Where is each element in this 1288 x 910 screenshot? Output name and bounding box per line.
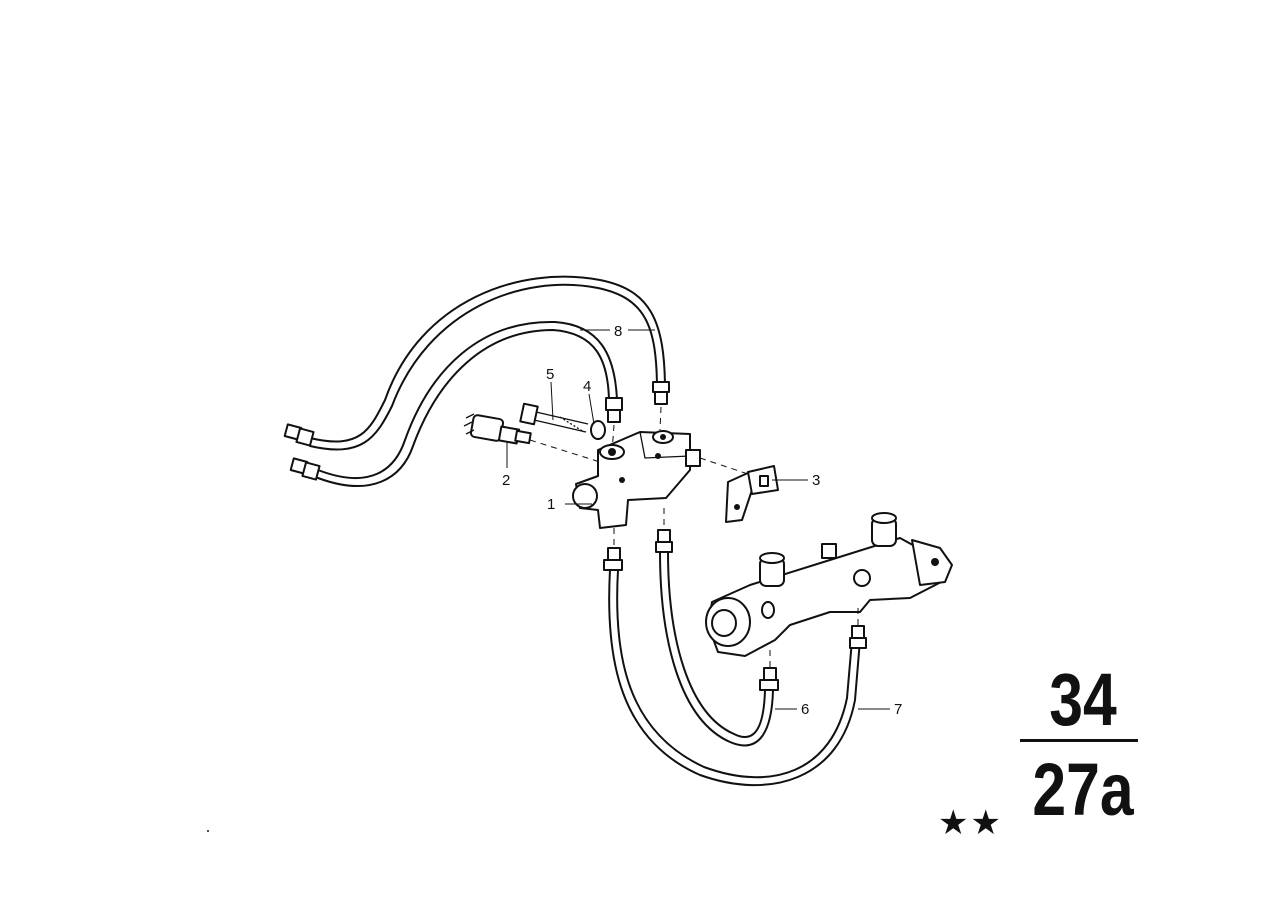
group-number-main: 34 <box>1049 658 1117 741</box>
fitting-left-upper <box>283 423 315 447</box>
mounting-bracket <box>725 465 779 523</box>
fraction-divider <box>1020 739 1138 742</box>
brake-line-8-inner <box>317 320 618 487</box>
callout-7: 7 <box>894 701 902 718</box>
brake-warning-switch <box>463 413 532 445</box>
callout-1: 1 <box>547 496 555 513</box>
fitting-bottom-left <box>603 547 623 571</box>
fitting-master-cylinder-right <box>849 625 867 649</box>
callout-8: 8 <box>614 323 622 340</box>
fitting-master-cylinder-left <box>759 667 779 691</box>
star-rating-icon: ★★ <box>938 803 1003 843</box>
callout-2: 2 <box>502 472 510 489</box>
brake-line-7 <box>608 569 861 787</box>
callout-4: 4 <box>583 378 591 395</box>
callout-6: 6 <box>801 701 809 718</box>
brake-line-6 <box>659 551 774 747</box>
callout-3: 3 <box>812 472 820 489</box>
brake-line-8-outer <box>309 275 666 451</box>
banjo-bolt <box>519 402 589 433</box>
fitting-bottom-right <box>655 529 673 553</box>
brake-master-cylinder <box>705 512 953 657</box>
group-number-sub: 27a <box>1032 748 1134 831</box>
fitting-left-lower <box>289 457 321 481</box>
fitting-top-left <box>605 397 623 423</box>
fitting-top-right <box>652 381 670 405</box>
brake-distributor-block <box>572 430 701 529</box>
callout-5: 5 <box>546 366 554 383</box>
washer <box>590 420 606 440</box>
